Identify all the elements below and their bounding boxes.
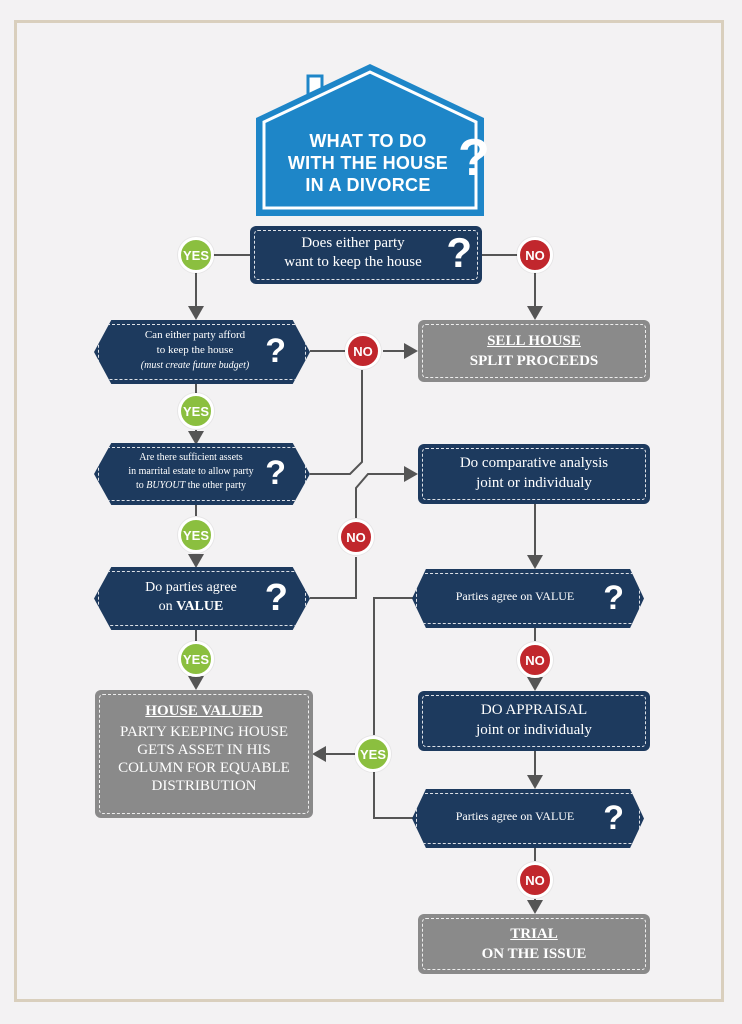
node-house-valued-line-1: PARTY KEEPING HOUSE: [119, 724, 288, 740]
node-house-valued[interactable]: HOUSE VALUED PARTY KEEPING HOUSE GETS AS…: [95, 690, 313, 818]
no-badge: NO: [345, 333, 381, 369]
node-assets-line-3-post: the other party: [185, 480, 246, 491]
node-agree-value-on: on: [158, 599, 177, 614]
node-assets-line-1: Are there sufficient assets: [139, 452, 243, 463]
title-line-1: WHAT TO DO: [309, 131, 427, 151]
node-agree-value-2-label: Parties agree on VALUE: [455, 589, 575, 603]
node-sell-house[interactable]: SELL HOUSE SPLIT PROCEEDS: [418, 320, 650, 382]
node-agree-value-2[interactable]: Parties agree on VALUE ?: [412, 569, 644, 628]
question-icon: ?: [603, 799, 624, 837]
node-agree-value-value: VALUE: [176, 599, 224, 614]
connector-line: [355, 466, 418, 518]
title-question-icon: ?: [458, 129, 490, 187]
node-assets-line-2: in marrital estate to allow party: [128, 466, 254, 477]
question-icon: ?: [446, 229, 472, 276]
node-assets-line-3-pre: to: [136, 480, 147, 491]
node-assets[interactable]: Are there sufficient assets in marrital …: [94, 443, 310, 505]
question-icon: ?: [264, 577, 288, 619]
page-frame: [14, 20, 724, 1002]
node-keep-house-line-1: Does either party: [301, 235, 405, 251]
node-agree-value-3-label: Parties agree on VALUE: [455, 809, 575, 823]
node-trial-line-2: ON THE ISSUE: [481, 946, 587, 962]
connector-line: [310, 557, 357, 599]
node-keep-house[interactable]: Does either party want to keep the house…: [250, 226, 482, 284]
question-icon: ?: [265, 454, 286, 492]
node-house-valued-heading: HOUSE VALUED: [145, 703, 263, 719]
no-badge: NO: [517, 642, 553, 678]
node-afford-line-2: to keep the house: [156, 344, 234, 356]
node-house-valued-line-4: DISTRIBUTION: [151, 778, 257, 794]
no-badge: NO: [517, 862, 553, 898]
node-house-valued-line-3: COLUMN FOR EQUABLE: [118, 760, 290, 776]
yes-badge: YES: [178, 517, 214, 553]
node-appraisal[interactable]: DO APPRAISAL joint or individualy: [418, 691, 650, 751]
title-line-3: IN A DIVORCE: [305, 175, 431, 195]
question-icon: ?: [265, 332, 286, 370]
node-appraisal-line-1: DO APPRAISAL: [480, 702, 588, 718]
node-comparative-line-2: joint or individualy: [476, 475, 592, 491]
node-sell-house-line-1: SELL HOUSE: [487, 333, 581, 349]
node-afford-line-3: (must create future budget): [140, 360, 250, 371]
connector-line: [310, 370, 363, 475]
no-badge: NO: [517, 237, 553, 273]
yes-badge: YES: [178, 237, 214, 273]
title-line-2: WITH THE HOUSE: [287, 153, 449, 173]
node-appraisal-line-2: joint or individualy: [476, 722, 592, 738]
no-badge: NO: [338, 519, 374, 555]
node-agree-value-3[interactable]: Parties agree on VALUE ?: [412, 789, 644, 848]
yes-badge: YES: [178, 393, 214, 429]
node-agree-value-line-2: on VALUE: [114, 597, 268, 616]
title-house-shape: [256, 64, 484, 216]
house-inner-outline: [262, 70, 478, 210]
node-afford[interactable]: Can either party afford to keep the hous…: [94, 320, 310, 384]
house-outer: [256, 64, 484, 216]
connector-line: [373, 772, 425, 819]
connector-line: [373, 597, 425, 735]
node-assets-buyout: BUYOUT: [146, 480, 186, 491]
node-sell-house-line-2: SPLIT PROCEEDS: [469, 353, 599, 369]
yes-badge: YES: [178, 641, 214, 677]
node-comparative[interactable]: Do comparative analysis joint or individ…: [418, 444, 650, 504]
node-agree-value-line-1: Do parties agree: [145, 580, 237, 595]
node-keep-house-line-2: want to keep the house: [284, 254, 422, 270]
node-agree-value[interactable]: Do parties agree on VALUE ?: [94, 567, 310, 630]
node-trial[interactable]: TRIAL ON THE ISSUE: [418, 914, 650, 974]
node-house-valued-line-2: GETS ASSET IN HIS: [137, 742, 271, 758]
page-title: WHAT TO DO WITH THE HOUSE IN A DIVORCE: [278, 130, 458, 196]
question-icon: ?: [603, 579, 624, 617]
node-comparative-line-1: Do comparative analysis: [459, 455, 609, 471]
node-trial-line-1: TRIAL: [510, 926, 558, 942]
node-afford-line-1: Can either party afford: [144, 329, 246, 341]
node-assets-line-3: to BUYOUT the other party: [114, 479, 268, 493]
yes-badge: YES: [355, 736, 391, 772]
